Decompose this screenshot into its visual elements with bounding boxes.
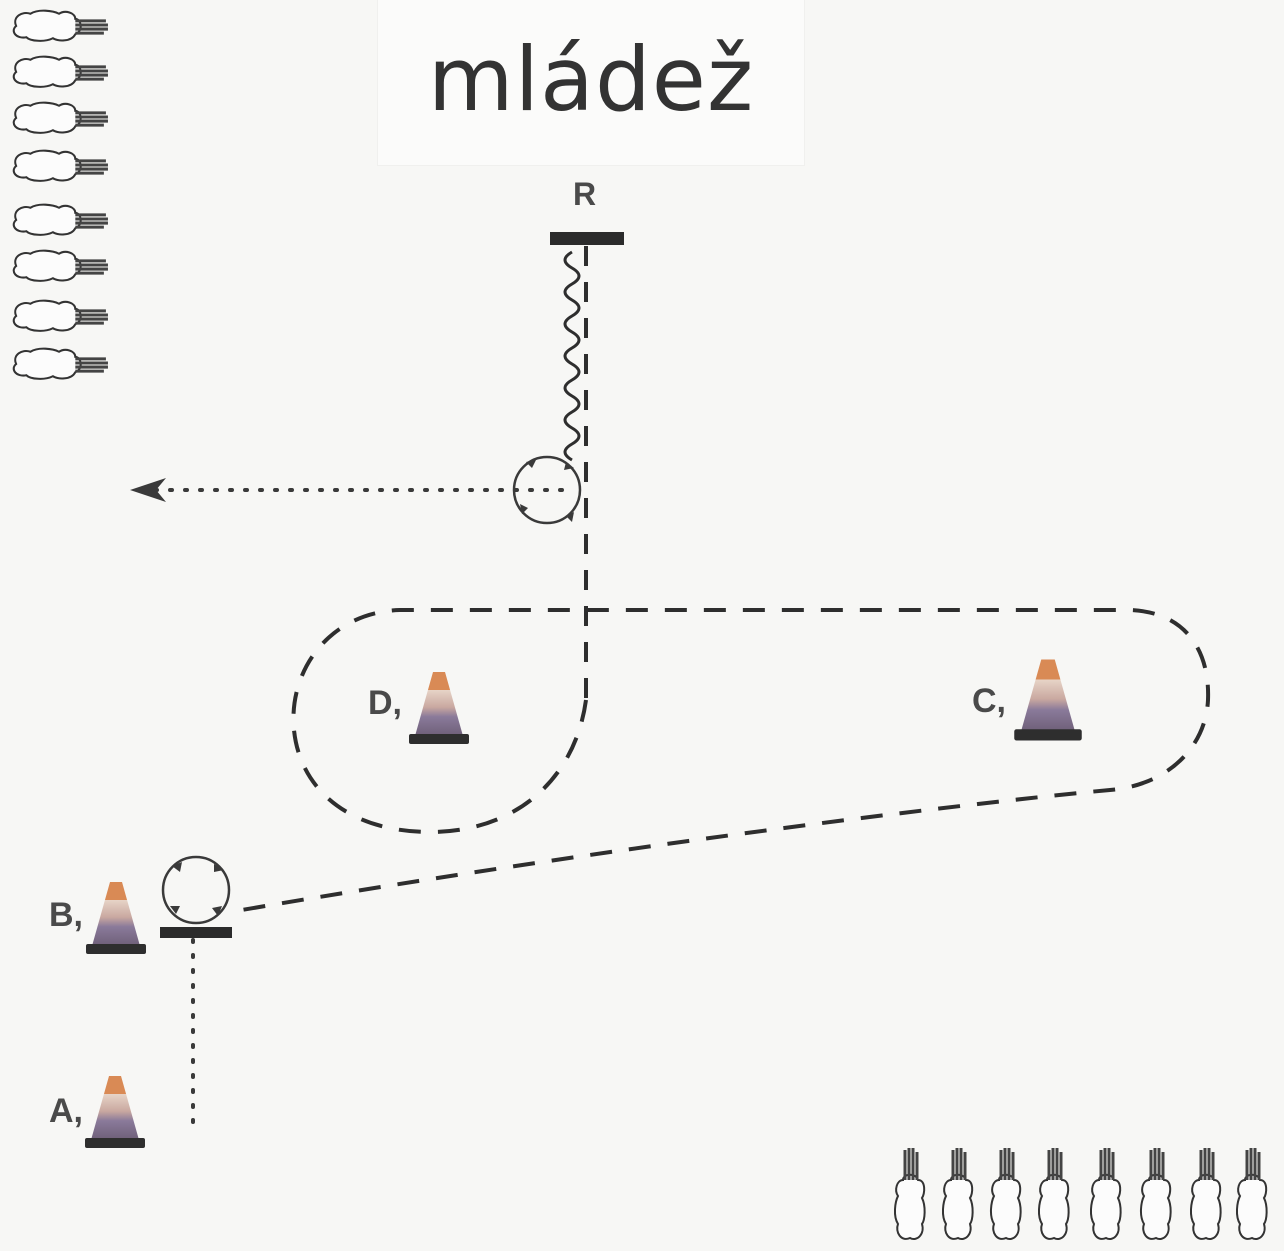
player-horizontal-icon [12, 101, 110, 135]
player-vertical-icon [1037, 1146, 1071, 1241]
label-d: D, [368, 684, 402, 722]
player-vertical-icon [1089, 1146, 1123, 1241]
player-vertical-icon [1139, 1146, 1173, 1241]
player-vertical-icon [989, 1146, 1023, 1241]
player-vertical-icon [941, 1146, 975, 1241]
dashed-skating-route [229, 608, 1211, 914]
traffic-cone-icon [409, 672, 469, 744]
player-horizontal-icon [12, 347, 110, 381]
label-r: R [573, 176, 597, 212]
label-b: B, [49, 896, 83, 934]
player-horizontal-icon [12, 9, 110, 43]
arrow-head-icon [130, 478, 166, 502]
label-a: A, [49, 1092, 83, 1130]
traffic-cone-icon [1014, 659, 1082, 741]
label-c: C, [972, 682, 1006, 720]
player-vertical-icon [1189, 1146, 1223, 1241]
player-horizontal-icon [12, 149, 110, 183]
player-vertical-icon [893, 1146, 927, 1241]
player-horizontal-icon [12, 249, 110, 283]
rotation-circle-icon [161, 855, 231, 925]
start-bar-r [550, 232, 624, 245]
page-title: mládež [427, 28, 755, 131]
traffic-cone-icon [85, 1076, 145, 1148]
traffic-cone-icon [86, 882, 146, 954]
player-horizontal-icon [12, 55, 110, 89]
player-horizontal-icon [12, 299, 110, 333]
start-bar-b [160, 927, 232, 938]
player-horizontal-icon [12, 203, 110, 237]
wavy-skating-path [563, 250, 581, 462]
title-card: mládež [378, 0, 804, 165]
player-vertical-icon [1235, 1146, 1269, 1241]
